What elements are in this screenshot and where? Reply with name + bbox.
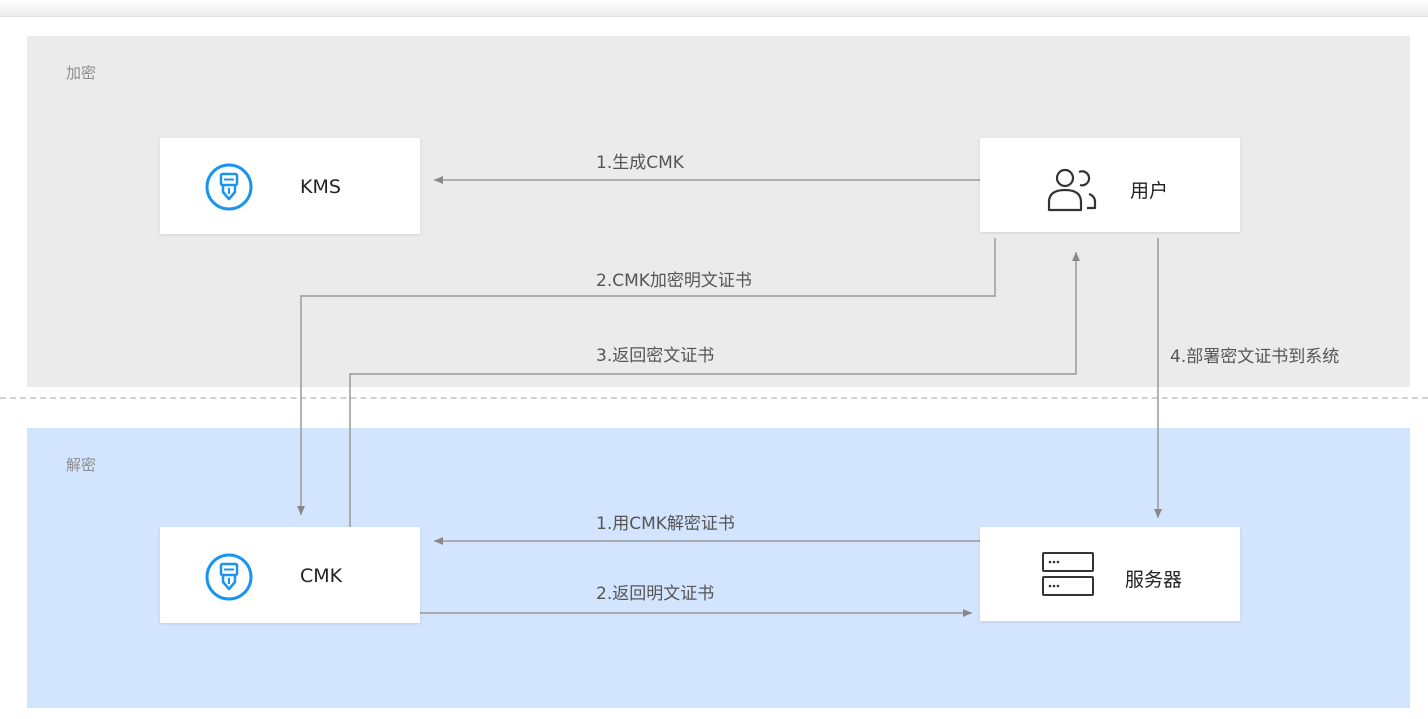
cmk-node: CMK <box>160 527 420 623</box>
edge-label-deploy: 4.部署密文证书到系统 <box>1170 347 1340 367</box>
kms-node: KMS <box>160 138 420 234</box>
edge-label-decrypt-with-cmk: 1.用CMK解密证书 <box>596 514 735 534</box>
arrow-return-cipher <box>349 252 1080 527</box>
user-node-label: 用户 <box>1130 180 1169 202</box>
cmk-node-label: CMK <box>300 565 343 587</box>
server-node-label: 服务器 <box>1125 569 1183 591</box>
edge-label-generate-cmk: 1.生成CMK <box>596 153 684 173</box>
encrypt-zone-label: 加密 <box>66 64 97 82</box>
zone-divider <box>0 397 1428 399</box>
decrypt-zone-label: 解密 <box>66 456 97 474</box>
server-node: 服务器 <box>980 527 1240 621</box>
arrow-cmk-encrypt <box>297 238 996 515</box>
server-icon <box>1042 552 1094 596</box>
edge-label-return-cipher: 3.返回密文证书 <box>596 346 715 366</box>
edge-label-return-plain: 2.返回明文证书 <box>596 584 715 604</box>
top-bar <box>0 0 1428 17</box>
users-icon <box>1047 168 1097 212</box>
kms-node-label: KMS <box>300 176 341 198</box>
edge-label-cmk-encrypt: 2.CMK加密明文证书 <box>596 271 752 291</box>
key-shield-icon <box>205 163 253 211</box>
user-node: 用户 <box>980 138 1240 232</box>
key-shield-icon <box>205 553 253 601</box>
